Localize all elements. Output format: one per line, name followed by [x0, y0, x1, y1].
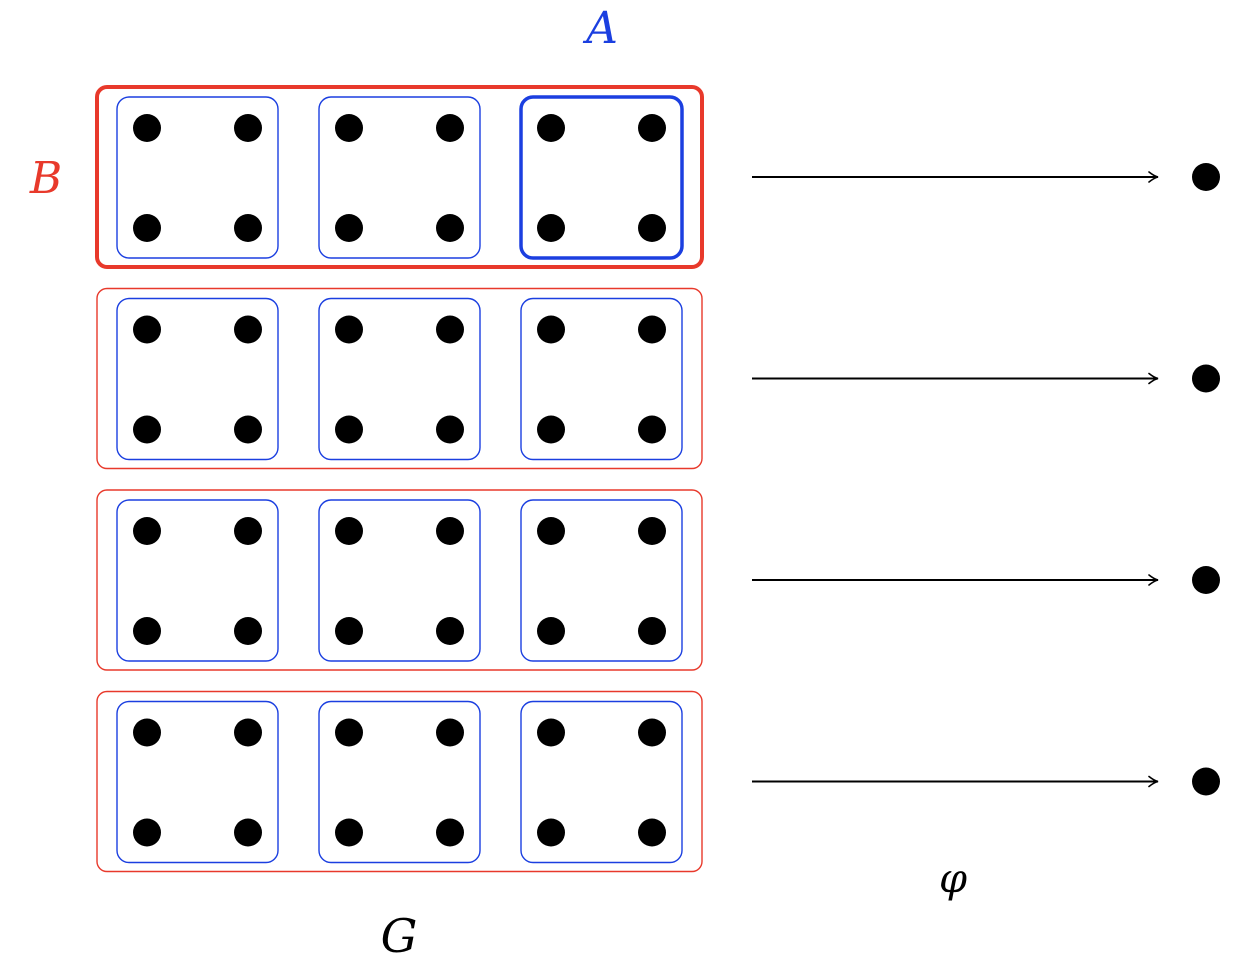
image-dot [1192, 163, 1220, 191]
element-dot [234, 617, 262, 645]
label-phi: φ [939, 856, 967, 902]
element-dot [638, 214, 666, 242]
element-dot [234, 517, 262, 545]
element-dot [638, 315, 666, 344]
element-dot [234, 818, 262, 847]
block-outline [116, 96, 279, 259]
image-dot [1192, 767, 1220, 796]
element-dot [234, 415, 262, 444]
element-dot [638, 718, 666, 747]
block-outline [520, 499, 683, 662]
element-dot [335, 114, 363, 142]
row-outline [96, 489, 703, 671]
element-dot [133, 718, 161, 747]
element-dot [436, 718, 464, 747]
block-outline [116, 700, 279, 864]
block-outline [116, 297, 279, 461]
rows-layer [95, 85, 704, 873]
element-dot [436, 214, 464, 242]
block-outline [318, 499, 481, 662]
element-dot [133, 617, 161, 645]
row-outline [96, 287, 703, 470]
label-g: G [381, 909, 418, 963]
element-dot [133, 214, 161, 242]
block-outline [318, 96, 481, 259]
element-dot [133, 517, 161, 545]
block-outline [116, 499, 279, 662]
element-dot [133, 114, 161, 142]
coset-row [96, 287, 703, 470]
element-dot [335, 718, 363, 747]
element-dot [234, 315, 262, 344]
element-dot [537, 818, 565, 847]
label-b: B [29, 153, 62, 204]
row-outline [95, 85, 704, 269]
element-dot [638, 114, 666, 142]
element-dot [133, 315, 161, 344]
element-dot [335, 617, 363, 645]
element-dot [638, 818, 666, 847]
element-dot [436, 517, 464, 545]
element-dot [133, 415, 161, 444]
element-dot [537, 517, 565, 545]
element-dot [537, 617, 565, 645]
block-outline [519, 95, 684, 260]
element-dot [335, 818, 363, 847]
row-outline [96, 690, 703, 873]
block-outline [318, 700, 481, 864]
label-a: A [582, 3, 618, 54]
element-dot [335, 517, 363, 545]
element-dot [436, 114, 464, 142]
element-dot [638, 415, 666, 444]
element-dot [335, 214, 363, 242]
element-dot [537, 315, 565, 344]
block-outline [318, 297, 481, 461]
element-dot [234, 114, 262, 142]
element-dot [436, 315, 464, 344]
element-dot [436, 415, 464, 444]
element-dot [133, 818, 161, 847]
element-dot [638, 517, 666, 545]
image-dot [1192, 566, 1220, 594]
element-dot [537, 114, 565, 142]
element-dot [537, 718, 565, 747]
element-dot [234, 214, 262, 242]
block-outline [520, 297, 683, 461]
element-dot [335, 415, 363, 444]
coset-row [95, 85, 704, 269]
image-dot [1192, 364, 1220, 393]
block-outline [520, 700, 683, 864]
element-dot [234, 718, 262, 747]
element-dot [436, 818, 464, 847]
element-dot [335, 315, 363, 344]
element-dot [537, 214, 565, 242]
coset-row [96, 489, 703, 671]
element-dot [436, 617, 464, 645]
arrows-layer [752, 163, 1220, 796]
element-dot [638, 617, 666, 645]
coset-row [96, 690, 703, 873]
element-dot [537, 415, 565, 444]
